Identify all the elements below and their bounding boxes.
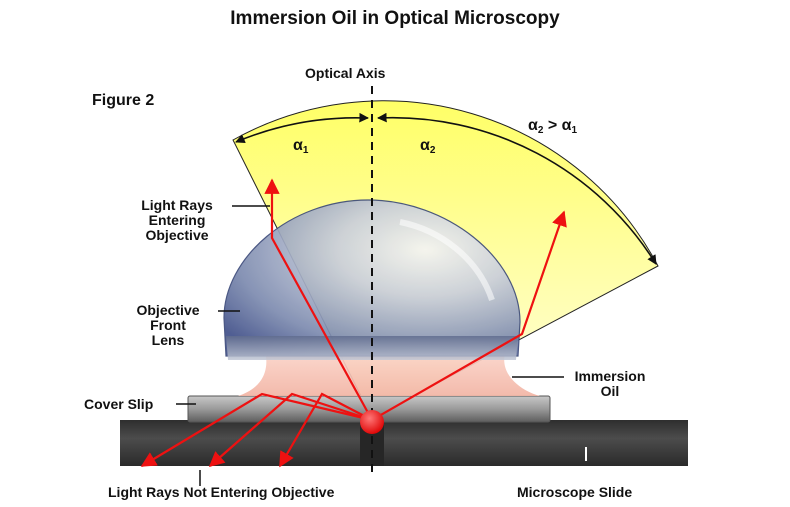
figure-label: Figure 2: [92, 92, 155, 109]
alpha2-label: α2: [420, 137, 436, 156]
front-lens-label: Objective Front Lens: [136, 302, 200, 348]
rays-not-entering-label: Light Rays Not Entering Objective: [108, 484, 335, 500]
ray-not-entering-1: [140, 392, 373, 467]
alpha2-arc: [377, 112, 657, 265]
page-title: Immersion Oil in Optical Microscopy: [230, 8, 560, 29]
rays-entering-label: Light Rays Entering Objective: [141, 197, 213, 243]
point-source: [360, 410, 384, 434]
immersion-oil-label: Immersion Oil: [574, 368, 646, 399]
ray-entering-right: [371, 210, 567, 421]
alpha1-arc: [235, 112, 369, 144]
alpha-relation-label: α2 > α1: [528, 117, 578, 136]
cover-slip-label: Cover Slip: [84, 396, 154, 412]
lens-base-band: [226, 336, 518, 360]
ray-not-entering-2: [208, 392, 373, 468]
ray-not-entering-3: [279, 392, 373, 468]
rays-not-entering: [140, 392, 373, 468]
optical-axis-label: Optical Axis: [305, 65, 386, 81]
immersion-oil: [238, 350, 540, 396]
alpha1-label: α1: [293, 137, 309, 156]
rays-entering: [264, 178, 567, 421]
microscope-slide-label: Microscope Slide: [517, 484, 633, 500]
ray-entering-left: [264, 178, 373, 421]
